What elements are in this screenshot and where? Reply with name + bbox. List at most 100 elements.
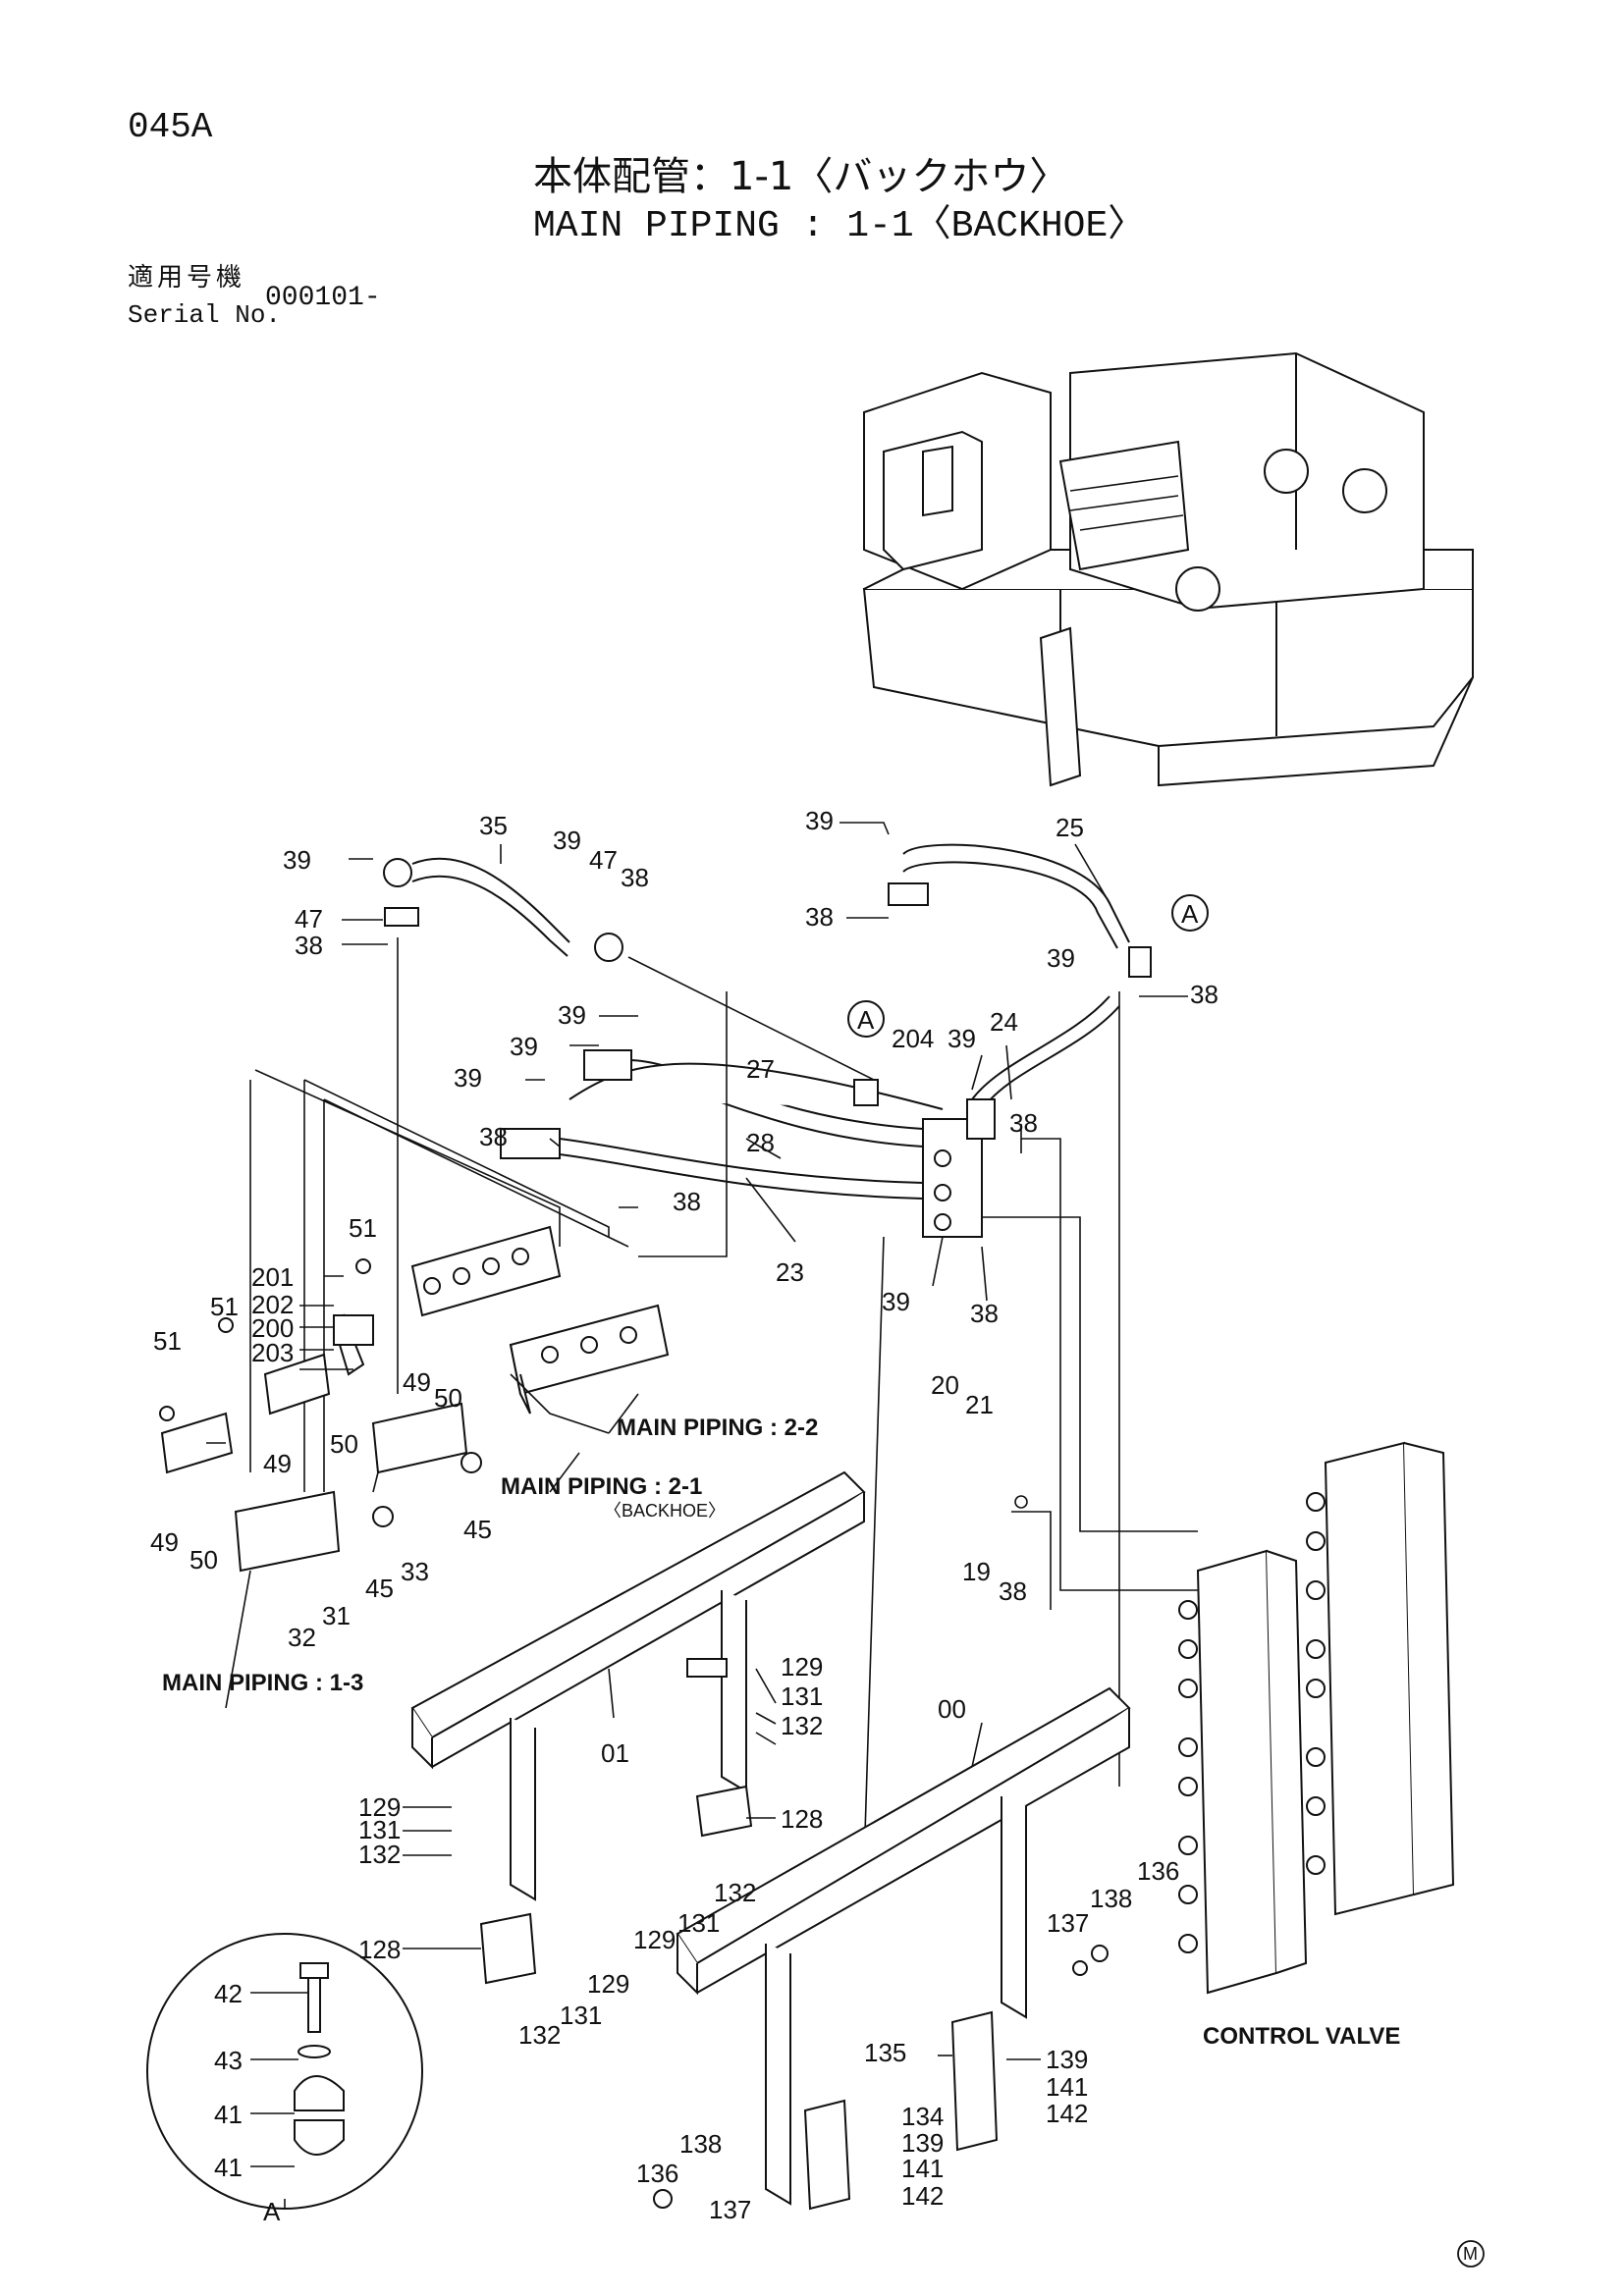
- callout-136: 136: [1137, 1856, 1179, 1886]
- callout-38: 38: [673, 1187, 701, 1216]
- ref-control-valve: CONTROL VALVE: [1203, 2023, 1400, 2050]
- hose-35: [383, 857, 623, 962]
- callout-a-top: A: [1181, 899, 1199, 929]
- callout-134: 134: [901, 2102, 944, 2131]
- ref-main-piping-1-3: MAIN PIPING : 1-3: [162, 1670, 363, 1696]
- callout-circle-a-top: [1171, 894, 1209, 932]
- callout-201: 201: [251, 1262, 294, 1292]
- callout-49: 49: [263, 1449, 292, 1478]
- frame-01: [410, 1470, 866, 1901]
- callout-137: 137: [1047, 1908, 1089, 1938]
- callout-39: 39: [510, 1032, 538, 1061]
- ref-backhoe-sub: 〈BACKHOE〉: [604, 1501, 726, 1521]
- callout-202: 202: [251, 1290, 294, 1319]
- callout-136: 136: [636, 2159, 678, 2188]
- page-code: 045A: [128, 107, 213, 147]
- callout-204: 204: [892, 1024, 934, 1053]
- callout-141: 141: [1046, 2072, 1088, 2102]
- callout-141: 141: [901, 2154, 944, 2183]
- callout-139: 139: [901, 2128, 944, 2158]
- callout-132: 132: [518, 2020, 561, 2050]
- callout-20: 20: [931, 1370, 959, 1400]
- bracket-134-135: [653, 1945, 1109, 2211]
- callout-39: 39: [882, 1287, 910, 1316]
- assembly-leader-lines: [249, 937, 1198, 1866]
- callout-38: 38: [1009, 1108, 1038, 1138]
- callout-39: 39: [1047, 943, 1075, 973]
- callout-47: 47: [295, 904, 323, 934]
- callout-38: 38: [970, 1299, 999, 1328]
- callout-33: 33: [401, 1557, 429, 1586]
- callout-19: 19: [962, 1557, 991, 1586]
- callout-51: 51: [153, 1326, 182, 1356]
- callout-38: 38: [805, 902, 834, 932]
- callout-50: 50: [330, 1429, 358, 1459]
- callout-142: 142: [901, 2181, 944, 2211]
- page-title-english: MAIN PIPING : 1-1〈BACKHOE〉: [533, 205, 1146, 247]
- callout-131: 131: [358, 1815, 401, 1844]
- callout-41: 41: [214, 2153, 243, 2182]
- hose-24: [971, 995, 1120, 1108]
- callout-39: 39: [454, 1063, 482, 1093]
- callout-200: 200: [251, 1313, 294, 1343]
- callout-50: 50: [434, 1383, 462, 1413]
- callout-38: 38: [1190, 980, 1218, 1009]
- bracket-128: [479, 1785, 753, 1985]
- callout-38: 38: [999, 1576, 1027, 1606]
- callout-138: 138: [679, 2129, 722, 2159]
- callout-39: 39: [805, 806, 834, 835]
- callout-38: 38: [479, 1122, 508, 1151]
- callout-35: 35: [479, 811, 508, 840]
- callout-131: 131: [781, 1682, 823, 1711]
- callout-142: 142: [1046, 2099, 1088, 2128]
- callout-51: 51: [210, 1292, 239, 1321]
- callout-38: 38: [295, 931, 323, 960]
- callout-31: 31: [322, 1601, 351, 1630]
- callout-132: 132: [714, 1878, 756, 1907]
- callout-45: 45: [365, 1574, 394, 1603]
- machine-overview-illustration: [862, 351, 1474, 787]
- callout-38: 38: [621, 863, 649, 892]
- callout-23: 23: [776, 1257, 804, 1287]
- footer-mark: M: [1463, 2244, 1478, 2264]
- callout-129: 129: [358, 1792, 401, 1822]
- callout-32: 32: [288, 1623, 316, 1652]
- callout-131: 131: [677, 1908, 720, 1938]
- callout-137: 137: [709, 2195, 751, 2224]
- callout-39: 39: [283, 845, 311, 875]
- callout-25: 25: [1056, 813, 1084, 842]
- callout-00: 00: [938, 1694, 966, 1724]
- callout-41: 41: [214, 2100, 243, 2129]
- callout-139: 139: [1046, 2045, 1088, 2074]
- callout-128: 128: [358, 1935, 401, 1964]
- hose-27-28-23: [500, 1049, 944, 1200]
- callout-a-detail: A: [263, 2197, 281, 2226]
- callout-circle-a-mid: [847, 1000, 885, 1038]
- callout-128: 128: [781, 1804, 823, 1834]
- callout-129: 129: [781, 1652, 823, 1682]
- callout-135: 135: [864, 2038, 906, 2067]
- callout-132: 132: [781, 1711, 823, 1740]
- callout-51: 51: [349, 1213, 377, 1243]
- ref-main-piping-2-1: MAIN PIPING : 2-1: [501, 1473, 702, 1500]
- callout-28: 28: [746, 1128, 775, 1157]
- hose-25: [888, 843, 1152, 978]
- callout-a-mid: A: [857, 1005, 875, 1035]
- ref-main-piping-2-2: MAIN PIPING : 2-2: [617, 1415, 818, 1441]
- callout-132: 132: [358, 1840, 401, 1869]
- callout-203: 203: [251, 1338, 294, 1367]
- detail-a-circle: [146, 1933, 423, 2210]
- callout-45: 45: [463, 1515, 492, 1544]
- callout-50: 50: [189, 1545, 218, 1575]
- callout-39: 39: [947, 1024, 976, 1053]
- control-valve-illustration: [1178, 1441, 1455, 1995]
- manifold-block-204: [922, 1098, 996, 1238]
- callout-129: 129: [587, 1969, 629, 1999]
- page-title-japanese: 本体配管：1-1〈バックホウ〉: [533, 154, 1069, 199]
- callout-leader-lines: [206, 822, 1188, 2209]
- callout-24: 24: [990, 1007, 1018, 1037]
- serial-label-japanese: 適用号機: [128, 263, 246, 293]
- serial-value: 000101-: [265, 283, 381, 313]
